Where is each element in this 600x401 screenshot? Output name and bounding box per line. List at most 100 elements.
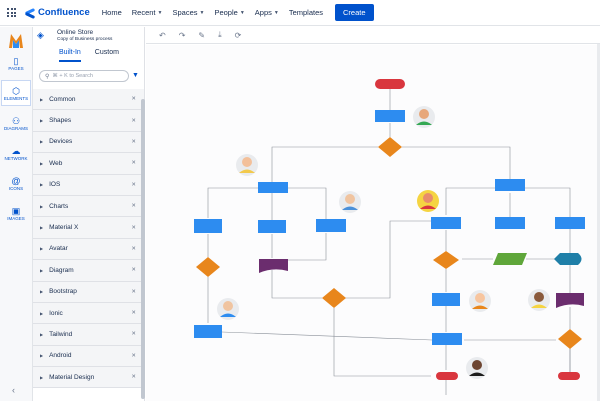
nav-templates[interactable]: Templates (288, 8, 324, 17)
chevron-right-icon: ▶ (40, 139, 44, 145)
app-logo[interactable] (7, 32, 25, 50)
left-tool-rail: ▯ PAGES ⬡ ELEMENTS ⚇ DIAGRAMS ☁ NETWORK … (0, 27, 33, 401)
panel-scrollbar[interactable] (141, 99, 145, 399)
rail-network[interactable]: ☁ NETWORK (4, 145, 28, 161)
pen-icon[interactable]: ✎ (198, 30, 206, 40)
avatar[interactable] (469, 290, 491, 312)
avatar[interactable] (236, 154, 258, 176)
category-label: Material Design (49, 373, 95, 381)
chevron-right-icon: ▶ (40, 267, 44, 273)
element-search-input[interactable]: ⚲ ⌘ + K to Search (39, 70, 129, 82)
category-item[interactable]: ▶Devices✕ (33, 131, 144, 154)
category-item[interactable]: ▶Ionic✕ (33, 302, 144, 325)
process-node[interactable] (495, 217, 525, 229)
process-node[interactable] (194, 325, 222, 338)
refresh-icon[interactable]: ⟳ (234, 30, 242, 40)
close-icon[interactable]: ✕ (131, 160, 136, 167)
process-node[interactable] (555, 217, 585, 229)
rail-icons[interactable]: @ ICONS (8, 175, 24, 191)
nav-people[interactable]: People▼ (214, 8, 245, 17)
process-node[interactable] (194, 219, 222, 233)
category-label: Avatar (49, 245, 68, 253)
avatar[interactable] (217, 298, 239, 320)
close-icon[interactable]: ✕ (131, 331, 136, 338)
process-node[interactable] (495, 179, 525, 191)
rail-diagrams[interactable]: ⚇ DIAGRAMS (3, 115, 28, 131)
nav-home[interactable]: Home (101, 8, 122, 17)
download-icon[interactable]: ⤓ (218, 30, 222, 39)
flowchart-diagram[interactable] (146, 45, 600, 401)
avatar[interactable] (528, 289, 550, 311)
document-subtitle: Copy of Business process (57, 37, 113, 42)
main-nav: Home Recent▼ Spaces▼ People▼ Apps▼ Templ… (102, 8, 333, 17)
chevron-right-icon: ▶ (40, 331, 44, 337)
close-icon[interactable]: ✕ (131, 352, 136, 359)
decision-node[interactable] (378, 137, 402, 157)
avatar[interactable] (339, 191, 361, 213)
network-icon: ☁ (11, 145, 21, 156)
decision-node[interactable] (433, 251, 459, 269)
process-node[interactable] (432, 293, 460, 306)
category-item[interactable]: ▶ Material Design ✕ (33, 367, 144, 389)
chevron-right-icon: ▶ (40, 374, 44, 380)
nav-spaces[interactable]: Spaces▼ (172, 8, 205, 17)
chevron-right-icon: ▶ (40, 246, 44, 252)
avatar[interactable] (466, 357, 488, 379)
collapse-icon[interactable]: ‹ (12, 385, 15, 395)
category-item[interactable]: ▶IOS✕ (33, 174, 144, 196)
close-icon[interactable]: ✕ (131, 267, 136, 274)
nav-recent[interactable]: Recent▼ (131, 8, 163, 17)
tab-custom[interactable]: Custom (94, 49, 119, 56)
decision-node[interactable] (322, 288, 346, 308)
data-node[interactable] (493, 253, 527, 265)
redo-icon[interactable]: ↷ (178, 30, 186, 40)
process-node[interactable] (258, 182, 288, 193)
close-icon[interactable]: ✕ (131, 310, 136, 317)
process-node[interactable] (316, 219, 346, 232)
create-button[interactable]: Create (335, 4, 374, 21)
category-item[interactable]: ▶Diagram✕ (33, 260, 144, 282)
category-item[interactable]: ▶Bootstrap✕ (33, 281, 144, 303)
start-terminal[interactable] (375, 79, 405, 89)
category-item[interactable]: ▶Charts✕ (33, 195, 144, 218)
avatar[interactable] (417, 190, 439, 212)
category-item[interactable]: ▶Shapes✕ (33, 110, 144, 132)
end-terminal[interactable] (436, 372, 458, 380)
diagram-canvas[interactable] (146, 45, 600, 401)
process-node[interactable] (258, 220, 286, 233)
close-icon[interactable]: ✕ (131, 96, 136, 103)
category-item[interactable]: ▶Common✕ (33, 89, 144, 111)
app-switcher-icon[interactable] (7, 8, 21, 17)
rail-pages[interactable]: ▯ PAGES (8, 55, 24, 71)
category-item[interactable]: ▶Android✕ (33, 345, 144, 368)
rail-elements[interactable]: ⬡ ELEMENTS (1, 80, 31, 106)
close-icon[interactable]: ✕ (131, 374, 136, 381)
filter-icon[interactable]: ▼ (132, 72, 139, 79)
decision-node[interactable] (196, 257, 220, 277)
close-icon[interactable]: ✕ (131, 203, 136, 210)
rail-images[interactable]: ▣ IMAGES (7, 205, 25, 221)
process-node[interactable] (375, 110, 405, 122)
nav-apps[interactable]: Apps▼ (254, 8, 279, 17)
tab-built-in[interactable]: Built-In (59, 48, 81, 62)
close-icon[interactable]: ✕ (131, 138, 136, 145)
undo-icon[interactable]: ↶ (159, 30, 166, 40)
display-node[interactable] (554, 253, 582, 265)
end-terminal[interactable] (558, 372, 580, 380)
close-icon[interactable]: ✕ (131, 245, 136, 252)
close-icon[interactable]: ✕ (131, 117, 136, 124)
decision-node[interactable] (558, 329, 582, 349)
category-item[interactable]: ▶Web✕ (33, 153, 144, 175)
avatar[interactable] (413, 106, 435, 128)
close-icon[interactable]: ✕ (131, 224, 136, 231)
document-node[interactable] (556, 293, 584, 308)
close-icon[interactable]: ✕ (131, 181, 136, 188)
category-item[interactable]: ▶ Avatar ✕ (33, 238, 144, 261)
category-item[interactable]: ▶Material X✕ (33, 217, 144, 239)
process-node[interactable] (431, 217, 461, 229)
process-node[interactable] (432, 333, 462, 345)
document-node[interactable] (259, 259, 288, 273)
close-icon[interactable]: ✕ (131, 288, 136, 295)
category-item[interactable]: ▶Tailwind✕ (33, 324, 144, 346)
confluence-logo[interactable]: Confluence (25, 7, 90, 18)
